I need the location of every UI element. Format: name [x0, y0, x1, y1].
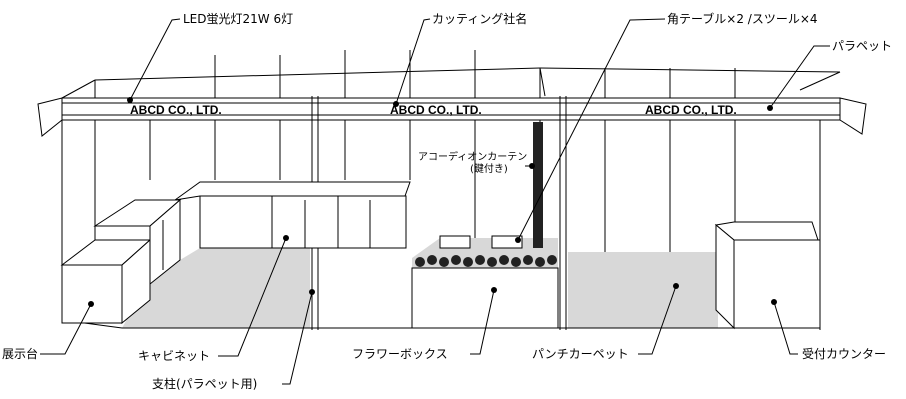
- label-cutting-company: カッティング社名: [432, 11, 527, 26]
- label-display-stand: 展示台: [2, 346, 38, 361]
- label-pillar: 支柱(パラペット用): [152, 376, 257, 391]
- label-led-light: LED蛍光灯21W 6灯: [183, 12, 293, 26]
- fascia-text-left: ABCD CO., LTD.: [130, 103, 222, 117]
- plants: [415, 255, 557, 267]
- label-punch-carpet: パンチカーペット: [532, 347, 629, 361]
- floor-right: [568, 252, 718, 328]
- display-stand: [61, 264, 123, 324]
- label-flower-box: フラワーボックス: [352, 347, 448, 361]
- cabinet-1: [199, 195, 273, 249]
- accordion-curtain: [533, 122, 543, 248]
- flower-box: [411, 267, 559, 329]
- label-parapet: パラペット: [832, 39, 892, 53]
- fascia-text-right: ABCD CO., LTD.: [645, 103, 737, 117]
- fascia-text-center: ABCD CO., LTD.: [390, 103, 482, 117]
- label-accordion-line1: アコーディオンカーテン: [418, 150, 527, 163]
- cabinet-3: [337, 195, 407, 249]
- label-reception-counter: 受付カウンター: [802, 347, 886, 361]
- label-table-stool: 角テーブル×2 /スツール×4: [667, 11, 818, 26]
- label-accordion-line2: (鍵付き): [470, 162, 508, 175]
- label-cabinet: キャビネット: [138, 349, 210, 363]
- reception-counter: [733, 239, 821, 329]
- parapet-wing-right: [839, 97, 867, 135]
- parapet-wing-left: [37, 97, 63, 137]
